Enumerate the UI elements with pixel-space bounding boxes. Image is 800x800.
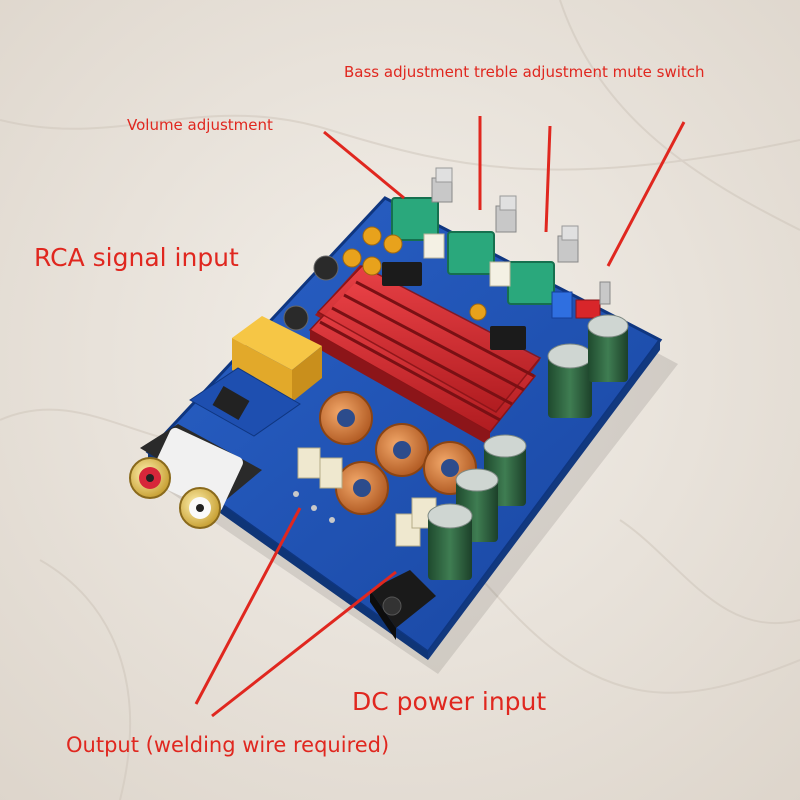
relay xyxy=(232,316,322,402)
treble-potentiometer xyxy=(507,225,579,305)
white-connectors xyxy=(423,233,511,287)
toroid-inductors xyxy=(319,391,477,515)
mute-switch xyxy=(551,281,611,319)
dc-power-jack xyxy=(370,570,436,640)
label-output: Output (welding wire required) xyxy=(66,733,390,757)
annotation-lines xyxy=(194,116,686,718)
input-module xyxy=(189,367,301,437)
output-film-capacitors xyxy=(297,447,437,547)
rca-jack-white xyxy=(179,487,221,529)
label-dc-power-input: DC power input xyxy=(352,687,547,716)
pcb-edge-right xyxy=(428,340,660,660)
electrolytic-small xyxy=(283,255,339,331)
label-bass-treble-mute: Bass adjustment treble adjustment mute s… xyxy=(344,63,705,81)
op-amp-chips xyxy=(382,262,526,350)
heatsink xyxy=(308,265,542,446)
output-solder-pads xyxy=(293,491,335,523)
pointer-dc xyxy=(211,570,397,718)
rca-jack-block xyxy=(140,424,262,513)
pointer-mute xyxy=(606,121,686,267)
pointer-treble xyxy=(544,125,552,233)
small-tantalum-capacitors xyxy=(342,226,487,321)
pointer-output xyxy=(194,507,302,705)
filter-capacitors-bottom xyxy=(427,434,527,580)
volume-potentiometer xyxy=(391,167,453,241)
filter-capacitors-right xyxy=(547,314,629,418)
bass-potentiometer xyxy=(447,195,517,275)
pointer-volume xyxy=(323,130,405,200)
rca-jack-red xyxy=(129,457,171,499)
label-rca-signal-input: RCA signal input xyxy=(34,243,239,272)
label-volume-adjustment: Volume adjustment xyxy=(127,116,273,134)
